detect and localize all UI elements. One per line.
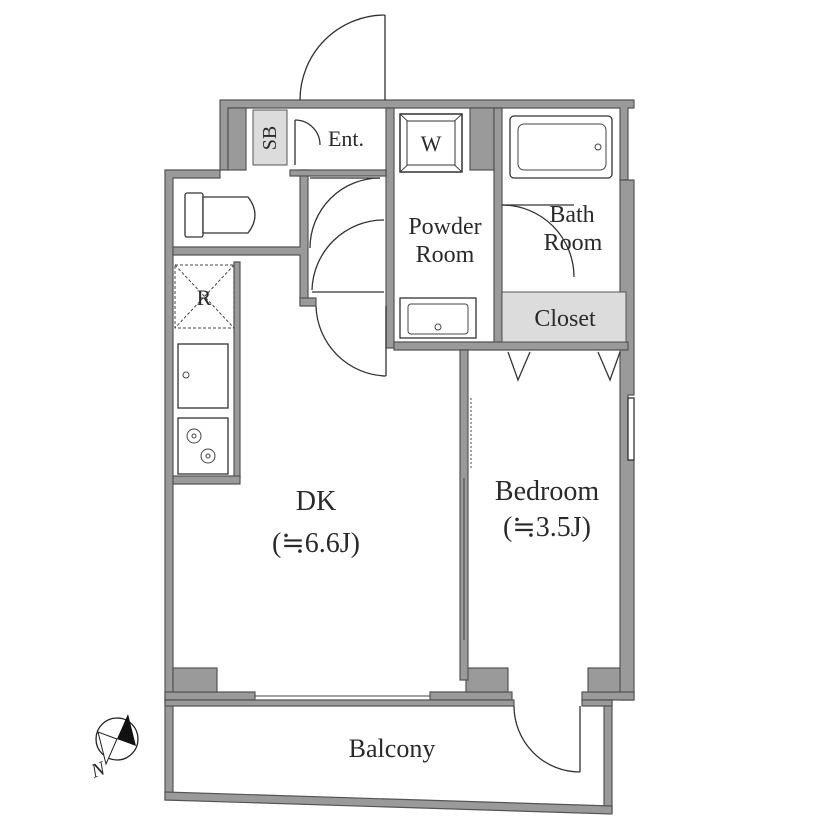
balcony-rail-left xyxy=(164,699,174,801)
compass: N xyxy=(87,714,139,783)
wall-kitchen-bottom xyxy=(172,475,241,485)
label-closet: Closet xyxy=(534,306,596,332)
toilet-bowl xyxy=(202,196,256,234)
label-dk-area: (≒6.6J) xyxy=(272,528,360,559)
label-dk: DK xyxy=(296,486,336,517)
balcony-rail-bottom xyxy=(164,791,613,815)
balcony-rail-right xyxy=(603,699,613,813)
label-bath-room-1: Bath xyxy=(549,202,594,228)
wall-bottom xyxy=(164,691,256,701)
wall-entrance-right xyxy=(289,169,387,177)
toilet-tank xyxy=(184,192,204,238)
shoe-box xyxy=(252,109,288,166)
label-refrigerator: R xyxy=(197,285,212,310)
pillar-bl xyxy=(172,667,218,693)
bedroom-window xyxy=(627,397,635,461)
closet-box xyxy=(501,291,627,343)
wash-basin xyxy=(399,297,477,339)
burner-2 xyxy=(200,448,216,464)
label-entrance: Ent. xyxy=(328,126,364,151)
wall-dk-top xyxy=(299,297,317,307)
label-balcony: Balcony xyxy=(349,734,436,763)
kitchen-sink-drain xyxy=(182,371,190,379)
closet-door-left xyxy=(507,351,531,382)
balcony-door-swing xyxy=(513,705,581,773)
balcony-top-left xyxy=(164,699,515,707)
label-washer: W xyxy=(421,131,442,156)
bath-door-swing xyxy=(501,204,575,278)
fridge-diag-1 xyxy=(174,264,235,329)
wash-basin-inner xyxy=(407,303,469,335)
room-labels: SB Ent. W Powder Room Bath Room Closet R… xyxy=(197,126,603,763)
closet-door-right xyxy=(597,351,621,382)
pillar-sb-left xyxy=(227,107,247,171)
wall-bottom-far-right xyxy=(581,691,635,701)
compass-needle-dark xyxy=(117,714,136,746)
label-powder-room-2: Room xyxy=(416,242,475,268)
stove xyxy=(177,417,229,475)
ent-door-swing xyxy=(294,119,321,146)
label-sb: SB xyxy=(259,126,281,150)
walls xyxy=(164,99,635,701)
fixtures xyxy=(174,109,627,475)
balcony-top-right xyxy=(581,699,613,707)
kitchen-sink xyxy=(177,343,229,409)
dk-door-swing xyxy=(315,305,387,377)
powder-door-swing xyxy=(311,219,385,291)
wall-bottom-right xyxy=(429,691,513,701)
bathtub-inner xyxy=(517,123,607,171)
label-bedroom-area: (≒3.5J) xyxy=(503,512,591,543)
label-powder-room-1: Powder xyxy=(408,214,481,240)
pillar-bm xyxy=(465,667,509,693)
doors xyxy=(294,14,635,773)
wall-kitchen-right xyxy=(233,261,241,479)
balcony xyxy=(164,695,613,815)
burner-1 xyxy=(186,428,202,444)
toilet-door-swing xyxy=(309,177,381,249)
pillar-br xyxy=(587,667,621,693)
burner-2-inner xyxy=(205,453,211,459)
front-door-swing xyxy=(299,14,386,101)
label-bedroom: Bedroom xyxy=(495,476,599,507)
bathtub-drain xyxy=(594,143,602,151)
bathtub xyxy=(509,115,613,179)
burner-1-inner xyxy=(191,433,197,439)
wall-powder xyxy=(385,107,395,349)
refrigerator xyxy=(174,264,235,329)
wall-powder-bottom xyxy=(393,341,629,351)
label-bath-room-2: Room xyxy=(544,230,603,256)
wash-basin-drain xyxy=(434,323,442,331)
pillar-bath-top xyxy=(469,107,495,171)
fridge-diag-2 xyxy=(174,264,235,329)
wall-powder-right xyxy=(493,107,503,349)
compass-needle-light xyxy=(97,731,118,766)
